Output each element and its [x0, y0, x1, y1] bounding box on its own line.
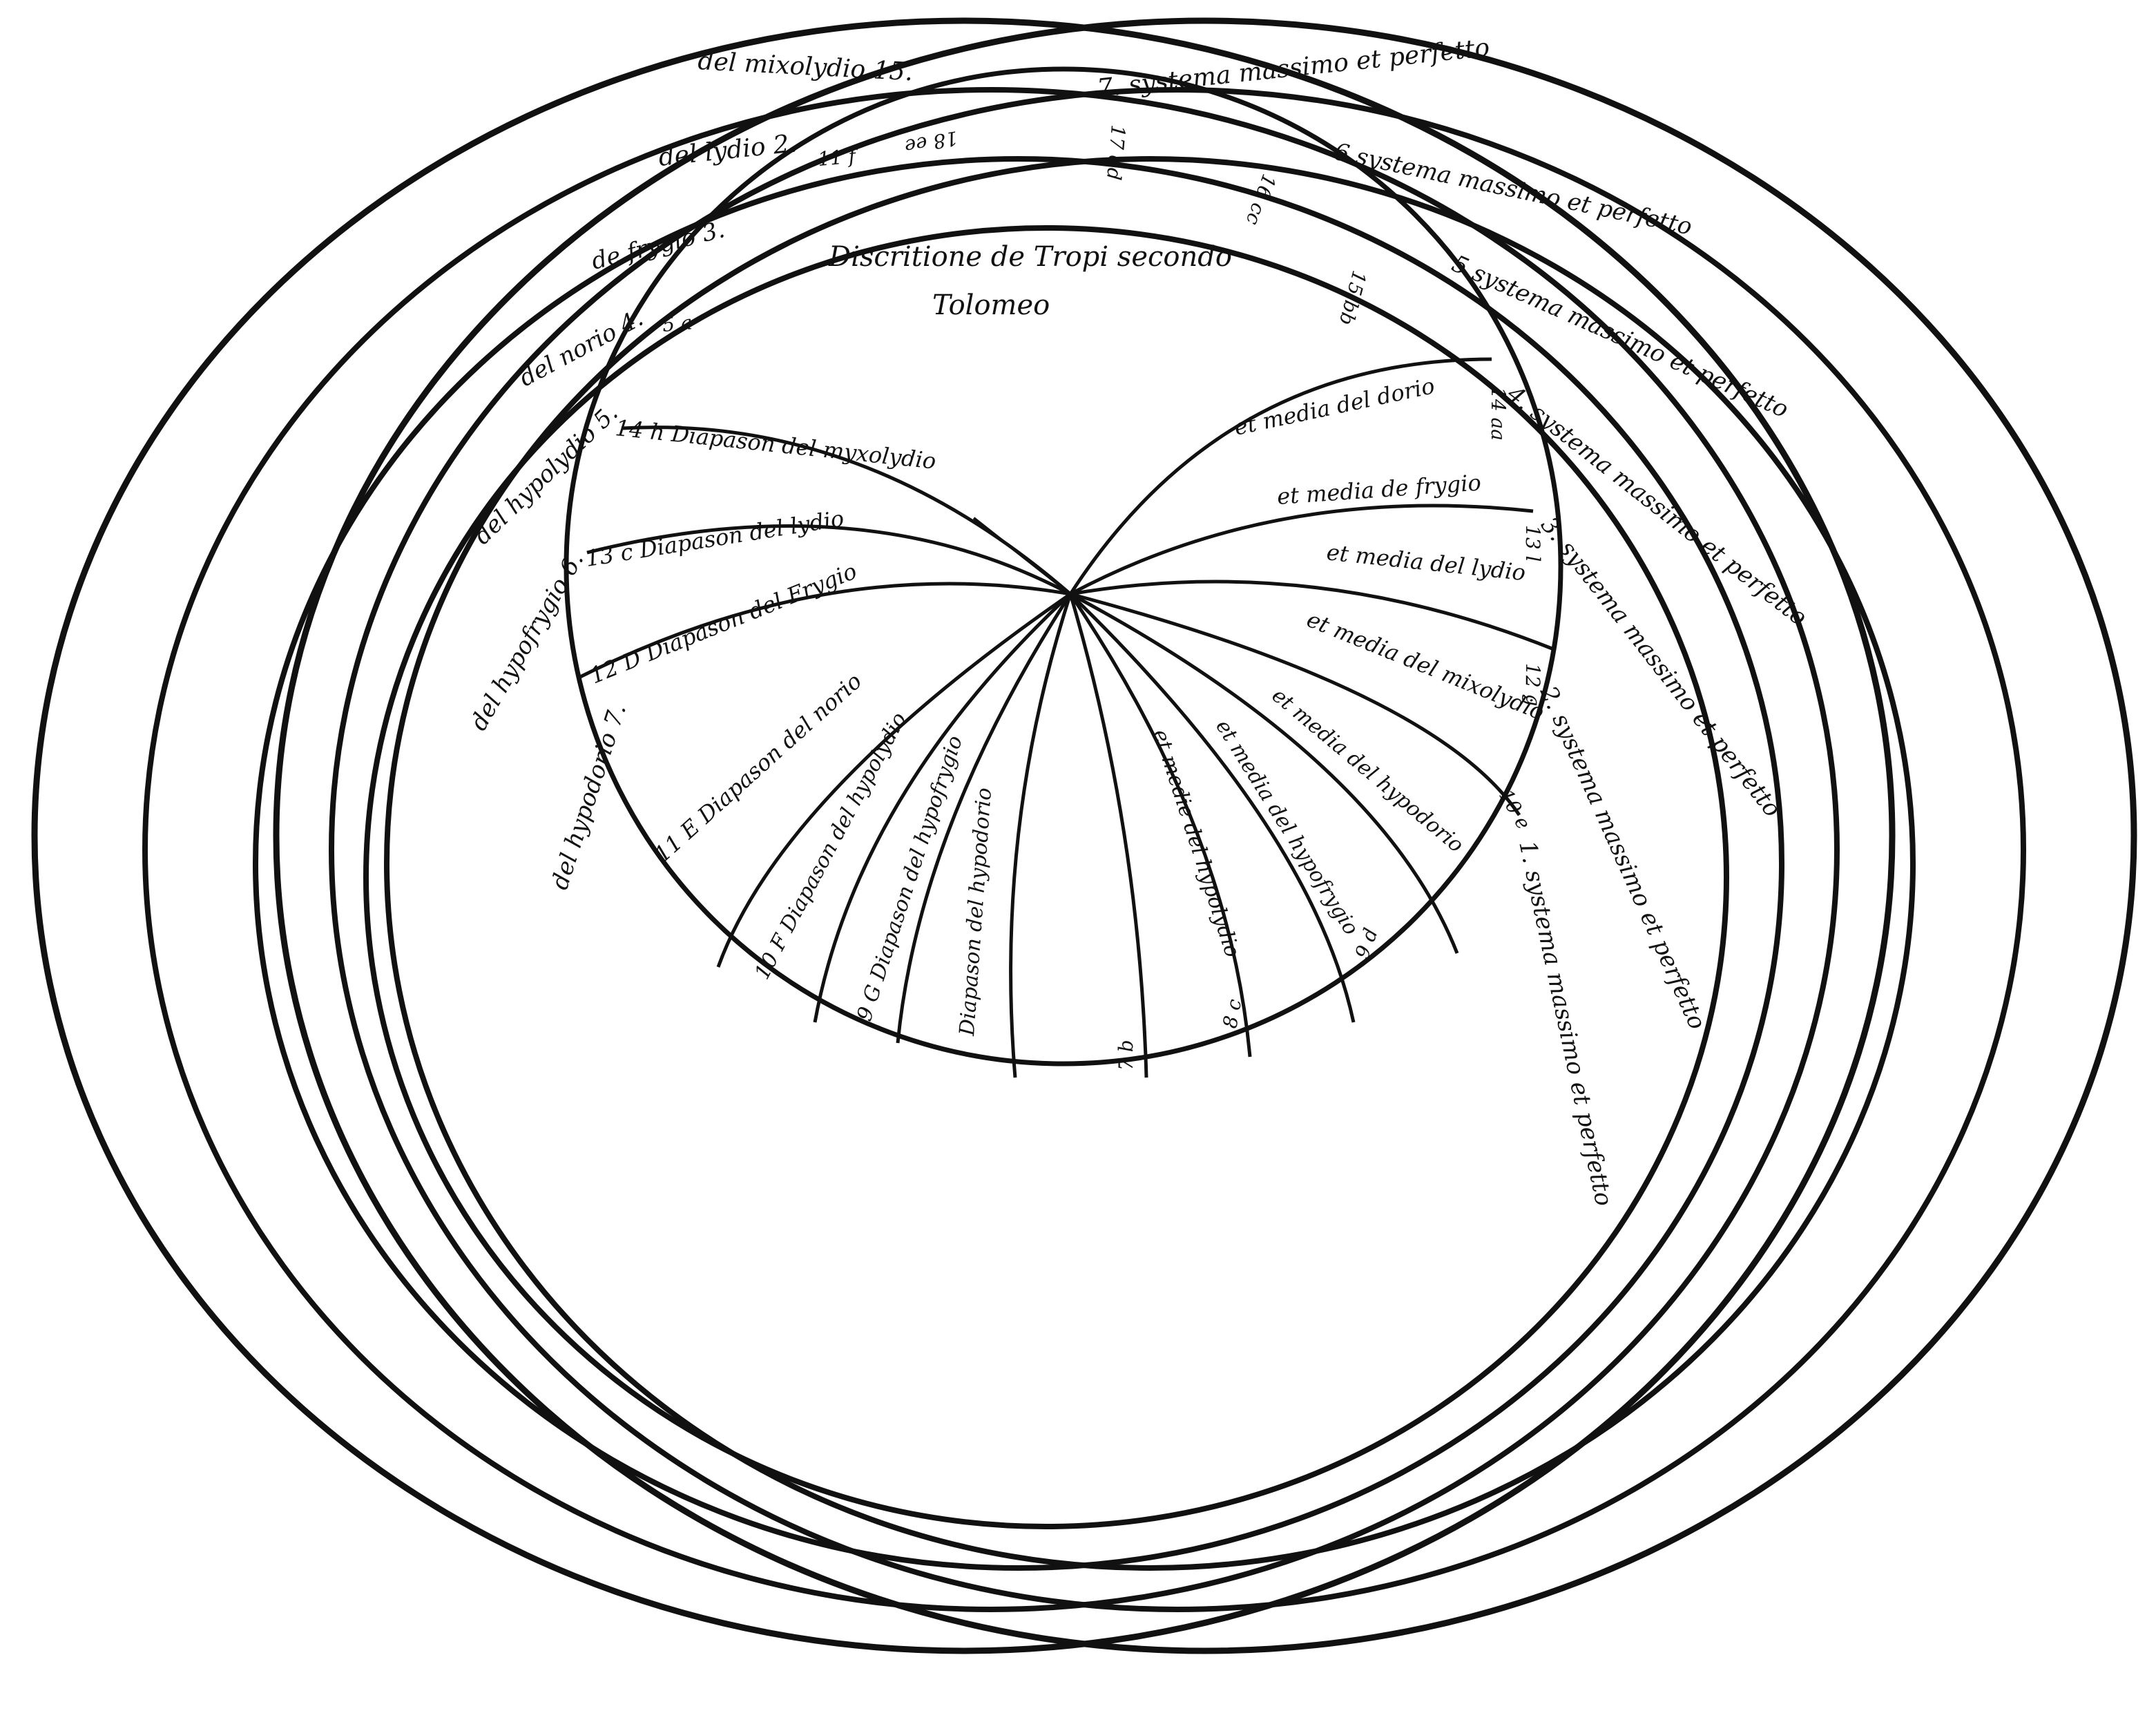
mark-15: 15 bb — [1334, 268, 1371, 327]
outer-arc-right-3 — [384, 156, 1916, 1571]
diapason-label-myxolydio: 14 h Diapason del myxolydio — [614, 414, 937, 475]
diapason-arc-3 — [579, 582, 1071, 679]
mark-5: 5 a — [662, 311, 693, 336]
trope-label-mixolydio: del mixolydio 15. — [697, 47, 914, 86]
media-labels: et media del dorio et media de frygio et… — [1148, 372, 1548, 960]
meridian-2 — [813, 593, 1072, 1023]
diagram-title: Discritione de Tropi secondo Tolomeo — [828, 241, 1232, 321]
media-label-mixolydio: et media del mixolydio — [1303, 606, 1548, 725]
title-line-2: Tolomeo — [932, 289, 1050, 321]
media-arc-1 — [1068, 357, 1492, 595]
trope-label-frygio: de frygio 3. — [589, 216, 728, 275]
mark-14: 14 aa — [1487, 387, 1510, 441]
trope-label-hypodorio: del hypodorio 7. — [546, 700, 633, 893]
outer-arc-left-1 — [31, 17, 1896, 1654]
meridians — [716, 592, 1521, 1078]
meridian-3 — [896, 593, 1072, 1044]
meridian-7 — [1069, 593, 1356, 1023]
media-arc-3 — [1070, 580, 1555, 651]
outer-arcs — [31, 17, 2137, 1654]
mark-11: 11 f — [817, 144, 860, 171]
media-label-lydio: et media del lydio — [1325, 539, 1527, 586]
trope-label-hypolydio: del hypolydio 5. — [468, 399, 623, 551]
diapason-arc-2 — [586, 524, 1072, 596]
title-line-1: Discritione de Tropi secondo — [828, 241, 1232, 273]
meridian-9 — [1070, 592, 1521, 816]
diapason-label-frygio: 12 D Diapason del Frygio — [586, 557, 860, 689]
meridian-8 — [1069, 592, 1459, 954]
mark-13: 13 l — [1521, 525, 1544, 562]
mark-12: 12 g — [1521, 663, 1544, 706]
centre-leader-stroke — [972, 517, 1072, 595]
diapason-label-hypodorio: Diapason del hypodorio — [955, 787, 997, 1037]
media-arc-2 — [1069, 504, 1534, 596]
outer-arc-left-3 — [253, 156, 1784, 1571]
mark-10: 10 e — [1494, 785, 1535, 833]
diapason-arcs — [579, 357, 1555, 679]
diapason-label-lydio: 13 c Diapason del lydio — [584, 505, 845, 572]
meridian-6 — [1068, 593, 1252, 1058]
media-label-hypolydio: et medie del hypolydio — [1148, 727, 1244, 961]
mark-7: 7 b — [1115, 1040, 1137, 1071]
left-trope-labels: del mixolydio 15. del lydio 2. de frygio… — [465, 47, 914, 893]
mark-18: 18 ee — [903, 126, 959, 158]
mark-17: 17 dd — [1102, 124, 1130, 181]
diapason-labels: 14 h Diapason del myxolydio 13 c Diapaso… — [584, 414, 997, 1037]
outer-arc-left-2 — [142, 87, 1840, 1612]
outer-arc-left-4 — [363, 225, 1729, 1529]
media-label-frygio: et media de frygio — [1276, 469, 1482, 510]
systema-label-1: 1. systema massimo et perfetto — [1513, 839, 1617, 1209]
meridian-5 — [1068, 593, 1148, 1078]
meridian-1 — [716, 592, 1072, 968]
inner-circle — [564, 66, 1563, 1067]
systema-label-7: 7. systema massimo et perfetto — [1096, 33, 1491, 102]
meridian-4 — [1009, 593, 1072, 1078]
outer-arc-right-2 — [329, 87, 2026, 1612]
mark-8: 8 c — [1218, 997, 1246, 1030]
outer-arc-right-1 — [273, 17, 2137, 1654]
